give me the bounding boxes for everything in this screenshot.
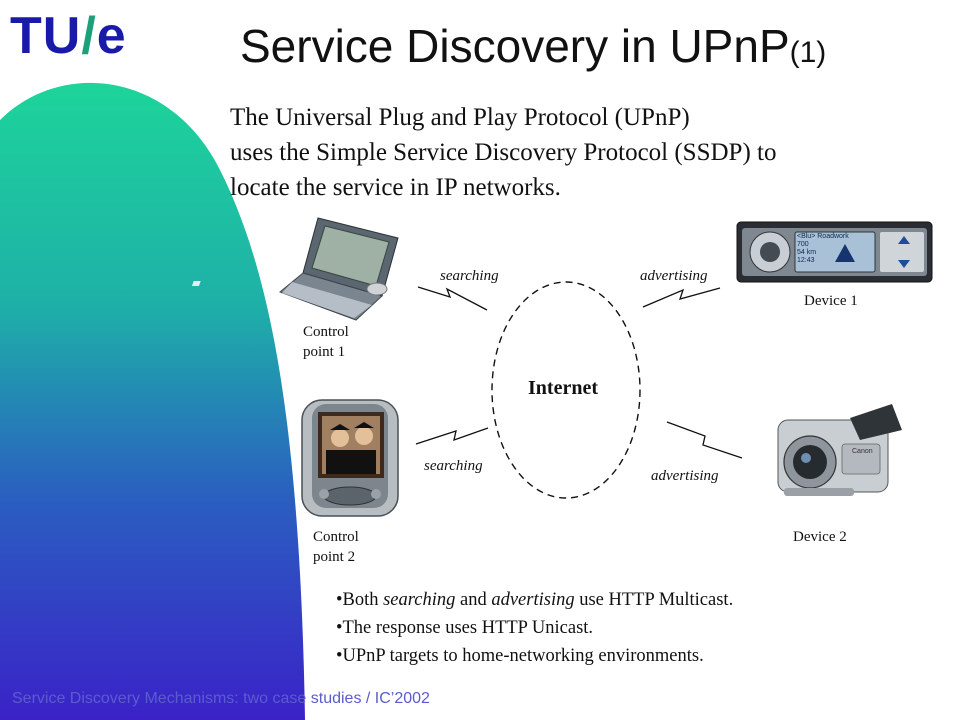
bullet-item: •UPnP targets to home-networking environ… <box>336 646 704 666</box>
intro-paragraph: The Universal Plug and Play Protocol (UP… <box>230 100 940 205</box>
title-main: Service Discovery in UPnP <box>240 20 790 72</box>
link-cp2 <box>415 427 489 445</box>
device1-value1: 700 <box>797 241 809 248</box>
intro-line: uses the Simple Service Discovery Protoc… <box>230 139 777 166</box>
advertising-label-bottom: advertising <box>651 468 719 484</box>
bullet-text: use HTTP Multicast. <box>574 590 734 610</box>
bullet-text: The response uses HTTP Unicast. <box>342 618 594 638</box>
logo-slash: / <box>81 7 97 65</box>
slide-title: Service Discovery in UPnP(1) <box>240 18 826 81</box>
device1-time: 12:43 <box>797 257 815 264</box>
camcorder-brand-label: Canon <box>852 448 873 455</box>
link-dev2 <box>666 421 743 459</box>
intro-line: locate the service in IP networks. <box>230 174 561 201</box>
bullet-list: •Both searching and advertising use HTTP… <box>336 586 733 670</box>
bullet-text: and <box>455 590 492 610</box>
link-dev1 <box>642 287 721 308</box>
caption-line: Control <box>313 529 359 545</box>
bullet-item: •Both searching and advertising use HTTP… <box>336 590 734 610</box>
bullet-item: •The response uses HTTP Unicast. <box>336 618 594 638</box>
control-point-2-label: Control point 2 <box>313 527 359 567</box>
internet-ellipse <box>491 281 641 499</box>
device1-station: Roadwork <box>817 233 849 240</box>
bullet-emphasis: advertising <box>491 590 575 610</box>
caption-line: point 1 <box>303 344 346 360</box>
tue-logo: TU/e <box>10 8 127 64</box>
control-point-1-label: Control point 1 <box>303 322 349 362</box>
internet-label: Internet <box>528 377 598 399</box>
caption-line: point 2 <box>313 549 356 565</box>
link-cp1 <box>417 286 488 311</box>
palm-device-icon <box>301 399 399 517</box>
bullet-text: Both <box>342 590 384 610</box>
bullet-emphasis: searching <box>383 590 456 610</box>
intro-line: The Universal Plug and Play Protocol (UP… <box>230 104 690 131</box>
bullet-text: UPnP targets to home-networking environm… <box>342 646 704 666</box>
searching-label-bottom: searching <box>424 458 483 474</box>
title-sub: (1) <box>789 36 827 69</box>
device1-value2: 54 km <box>797 249 817 256</box>
car-stereo-icon <box>736 221 933 283</box>
device1-screen: <Blu> Roadwork 700 54 km 12:43 <box>797 233 873 271</box>
logo-e: e <box>96 7 127 65</box>
caption-line: Control <box>303 324 349 340</box>
advertising-label-top: advertising <box>640 268 708 284</box>
device-1-label: Device 1 <box>804 293 858 309</box>
searching-label-top: searching <box>440 268 499 284</box>
handheld-pc-icon <box>191 217 399 321</box>
footer-text: Service Discovery Mechanisms: two case s… <box>12 690 430 707</box>
logo-tu: TU <box>10 7 82 65</box>
device1-brand: <Blu> <box>797 233 816 240</box>
device-2-label: Device 2 <box>793 529 847 545</box>
camcorder-icon <box>777 404 902 496</box>
